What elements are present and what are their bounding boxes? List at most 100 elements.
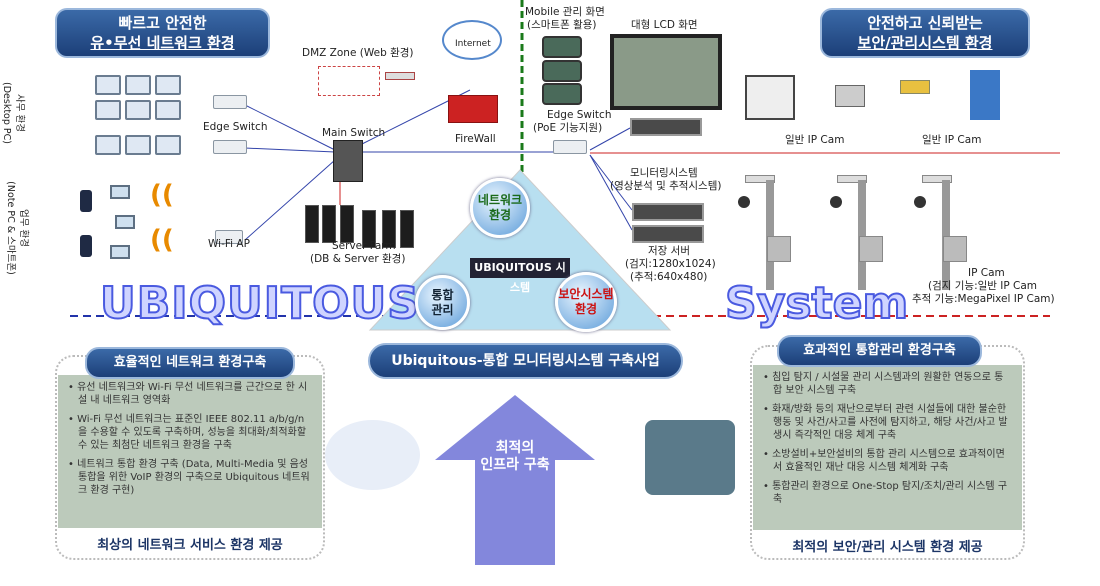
right-item: • 통합관리 환경으로 One-Stop 탐지/조치/관리 시스템 구축 bbox=[763, 481, 1008, 505]
internet-label: Internet bbox=[455, 39, 491, 49]
mobile-screen-icon bbox=[542, 60, 582, 82]
server-farm-sub: (DB & Server 환경) bbox=[310, 253, 406, 265]
system-word: System bbox=[724, 277, 909, 330]
desktop-pc-icon bbox=[95, 100, 121, 120]
lcd-label: 대형 LCD 화면 bbox=[631, 19, 698, 31]
laptop-icon bbox=[110, 245, 130, 259]
main-switch-icon bbox=[333, 140, 363, 182]
office-label: 사무 환경 (Desktop PC) bbox=[0, 82, 25, 144]
edge-switch-poe-sub: (PoE 기능지원) bbox=[533, 122, 603, 134]
lcd-screen-icon bbox=[610, 34, 722, 110]
right-item: • 침입 탐지 / 시설물 관리 시스템과의 원활한 연동으로 통합 보안 시스… bbox=[763, 372, 1004, 396]
server-farm-label: Server Farm bbox=[332, 240, 396, 252]
banner-line2: 유•무선 네트워크 환경 bbox=[90, 34, 235, 52]
monitoring-system-label: 모니터링시스템 bbox=[630, 167, 698, 179]
server-icon bbox=[400, 210, 414, 248]
ip-camera-icon bbox=[900, 80, 930, 94]
edge-switch-icon bbox=[213, 140, 247, 154]
edge-switch-icon bbox=[213, 95, 247, 109]
dmz-router-icon bbox=[385, 72, 415, 80]
monitoring-server-icon bbox=[630, 118, 702, 136]
right-panel-title: 효과적인 통합관리 환경구축 bbox=[777, 335, 982, 367]
building-camera-icon bbox=[745, 75, 795, 120]
storage-label: 저장 서버 bbox=[648, 245, 690, 257]
wifi-ap-icon bbox=[215, 230, 243, 244]
left-item: • Wi-Fi 무선 네트워크는 표준인 IEEE 802.11 a/b/g/n… bbox=[68, 414, 307, 451]
internet-cloud-icon bbox=[442, 20, 502, 60]
smartphone-icon bbox=[80, 190, 92, 212]
mobile-screen-icon bbox=[542, 36, 582, 58]
storage-server-icon bbox=[632, 225, 704, 243]
edge-switch-poe-label: Edge Switch bbox=[547, 109, 612, 121]
control-room-illustration bbox=[645, 420, 735, 495]
control-cabinet-icon bbox=[767, 236, 791, 262]
ubiquitous-word: UBIQUITOUS bbox=[99, 277, 420, 330]
left-item: • 네트워크 통합 환경 구축 (Data, Multi-Media 및 음성 … bbox=[68, 459, 310, 496]
right-item: • 소방설비+보안설비의 통합 관리 시스템으로 효과적이면서 효율적인 재난 … bbox=[763, 449, 1005, 473]
server-icon bbox=[382, 210, 396, 248]
poe-switch-icon bbox=[553, 140, 587, 154]
right-panel-body: • 침입 탐지 / 시설물 관리 시스템과의 원활한 연동으로 통합 보안 시스… bbox=[753, 365, 1022, 530]
desktop-pc-icon bbox=[155, 135, 181, 155]
pole-icon bbox=[858, 180, 866, 290]
camera-icon bbox=[837, 175, 867, 183]
project-banner: Ubiquitous-통합 모니터링시스템 구축사업 bbox=[368, 343, 683, 379]
ipcam-label-1: 일반 IP Cam bbox=[785, 134, 845, 146]
mobile-label: Mobile 관리 화면 bbox=[525, 6, 605, 18]
right-item: • 화재/방화 등의 재난으로부터 관련 시설들에 대한 불순한 행동 및 사건… bbox=[763, 404, 1008, 441]
desktop-pc-icon bbox=[155, 100, 181, 120]
desktop-pc-icon bbox=[125, 135, 151, 155]
ubiquitous-system-label: UBIQUITOUS 시스템 bbox=[470, 258, 570, 294]
network-env-circle: 네트워크 환경 bbox=[470, 178, 530, 238]
security-env-circle: 보안시스템 환경 bbox=[555, 272, 617, 332]
upward-arrow-icon bbox=[435, 395, 595, 565]
main-switch-label: Main Switch bbox=[322, 127, 386, 139]
wifi-ap-label: Wi-Fi AP bbox=[208, 238, 250, 250]
monitoring-system-sub: (영상분석 및 추적시스템) bbox=[610, 180, 722, 192]
storage-line1: (검지:1280x1024) bbox=[625, 258, 716, 270]
control-cabinet-icon bbox=[859, 236, 883, 262]
firewall-icon bbox=[448, 95, 498, 123]
dome-camera-icon bbox=[830, 196, 842, 208]
work-label: 업무 환경 (Note PC & 스마트폰) bbox=[4, 181, 29, 275]
wifi-signal-icon: (( bbox=[150, 225, 174, 255]
integrated-mgmt-circle: 통합 관리 bbox=[415, 275, 470, 330]
desktop-pc-icon bbox=[125, 100, 151, 120]
ipcam-label: IP Cam bbox=[968, 267, 1005, 279]
banner-line1: 빠르고 안전한 bbox=[118, 14, 207, 32]
storage-line2: (추적:640x480) bbox=[630, 271, 708, 283]
desktop-pc-icon bbox=[95, 75, 121, 95]
top-right-banner: 안전하고 신뢰받는 보안/관리시스템 환경 bbox=[820, 8, 1030, 58]
banner-line2: 보안/관리시스템 환경 bbox=[857, 34, 993, 52]
left-panel-body: • 유선 네트워크와 Wi-Fi 무선 네트워크를 근간으로 한 시설 내 네트… bbox=[58, 375, 322, 528]
top-left-banner: 빠르고 안전한 유•무선 네트워크 환경 bbox=[55, 8, 270, 58]
mobile-screen-icon bbox=[542, 83, 582, 105]
wifi-signal-icon: (( bbox=[150, 180, 174, 210]
ipcam-label-2: 일반 IP Cam bbox=[922, 134, 982, 146]
camera-icon bbox=[745, 175, 775, 183]
right-panel-footer: 최적의 보안/관리 시스템 환경 제공 bbox=[792, 540, 983, 555]
desktop-pc-icon bbox=[125, 75, 151, 95]
office-worker-illustration bbox=[325, 420, 420, 490]
arrow-label: 최적의 인프라 구축 bbox=[480, 440, 550, 473]
laptop-icon bbox=[115, 215, 135, 229]
smartphone-icon bbox=[80, 235, 92, 257]
edge-switch-label: Edge Switch bbox=[203, 121, 268, 133]
server-icon bbox=[340, 205, 354, 243]
firewall-label: FireWall bbox=[455, 133, 496, 145]
desktop-pc-icon bbox=[155, 75, 181, 95]
camera-icon bbox=[922, 175, 952, 183]
ipcam-line1: (검지 기능:일반 IP Cam bbox=[928, 280, 1038, 292]
server-icon bbox=[305, 205, 319, 243]
ipcam-line2: 추적 기능:MegaPixel IP Cam) bbox=[912, 293, 1055, 305]
left-item: • 유선 네트워크와 Wi-Fi 무선 네트워크를 근간으로 한 시설 내 네트… bbox=[68, 382, 308, 406]
dome-camera-icon bbox=[738, 196, 750, 208]
laptop-icon bbox=[110, 185, 130, 199]
pole-icon bbox=[942, 180, 950, 290]
dome-camera-icon bbox=[914, 196, 926, 208]
control-cabinet-icon bbox=[943, 236, 967, 262]
dmz-label: DMZ Zone (Web 환경) bbox=[302, 47, 414, 59]
ip-camera-icon bbox=[835, 85, 865, 107]
banner-line1: 안전하고 신뢰받는 bbox=[867, 14, 983, 32]
storage-server-icon bbox=[632, 203, 704, 221]
